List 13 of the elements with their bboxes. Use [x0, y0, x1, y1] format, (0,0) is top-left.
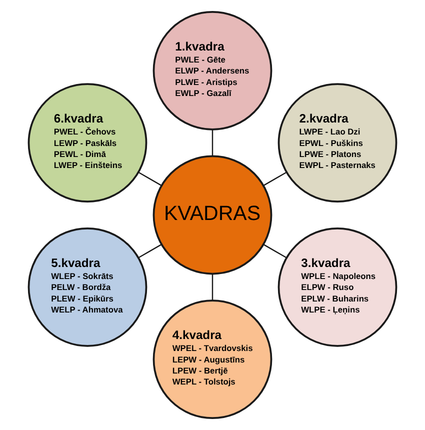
node-circle: 4.kvadra WPEL - Tvardovskis LEPW - Augustīns LPEW - Bertjē WEPL - Tolstojs: [152, 300, 272, 420]
node-circle: 1.kvadra PWLE - Gēte ELWP - Andersens PLWE - Aristips EWLP - Gazalī: [152, 10, 272, 130]
node-circle: 6.kvadra PWEL - Čehovs LEWP - Paskāls PEWL - Dimā LWEP - Einšteins: [28, 83, 148, 203]
connector: [138, 244, 162, 258]
connector: [263, 244, 287, 258]
connector: [212, 129, 214, 156]
node-circle: 3.kvadra WPLE - Napoleons ELPW - Ruso EPLW - Buharins WLPE - Ļeņins: [278, 227, 398, 347]
connector: [138, 172, 162, 186]
node-circle: KVADRAS: [152, 155, 272, 275]
node-circle: 5.kvadra WLEP - Sokrāts PELW - Bordža PLEW - Epikūrs WELP - Ahmatova: [28, 227, 148, 347]
connector: [263, 172, 287, 186]
node-circle: 2.kvadra LWPE - Lao Dzi EPWL - Puškins LPWE - Platons EWPL - Pasternaks: [278, 83, 398, 203]
connector: [212, 274, 214, 301]
